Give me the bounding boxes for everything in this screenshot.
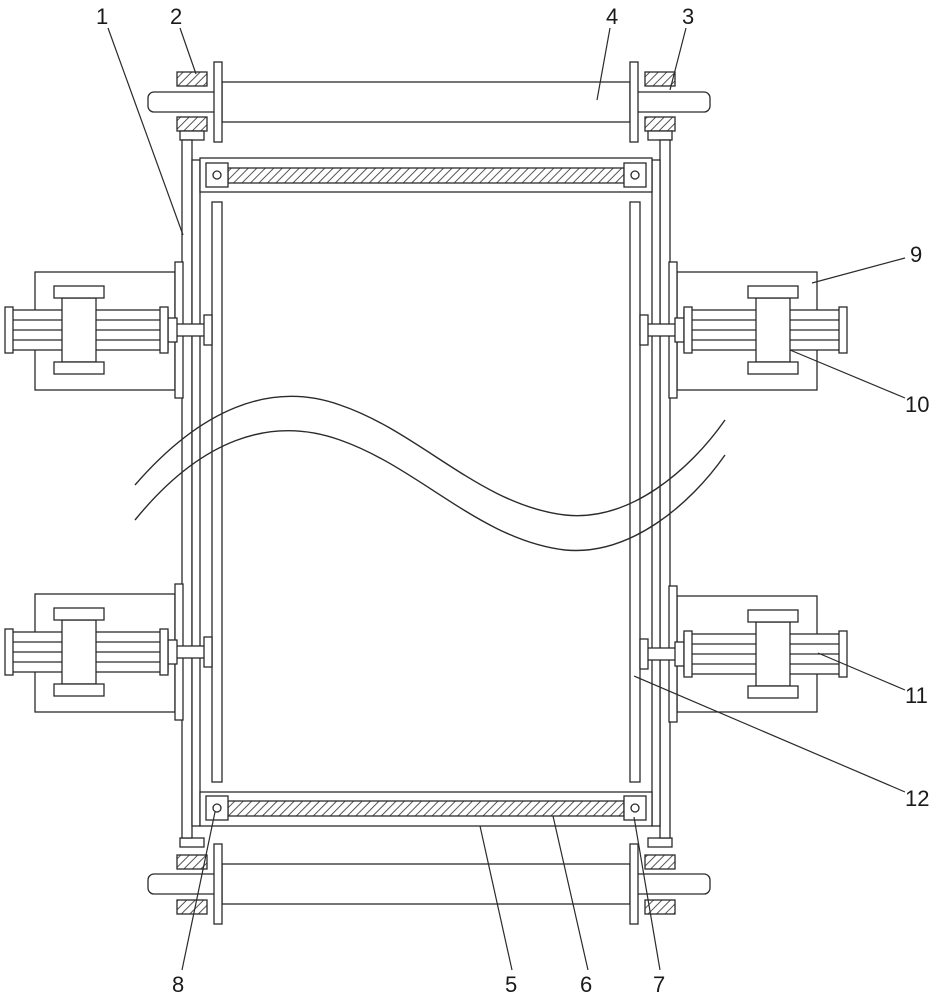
top-bearing-right-upper-3 bbox=[644, 71, 676, 87]
bottom-bearing-left-lower bbox=[176, 899, 208, 915]
top-flange-left bbox=[213, 61, 223, 143]
label-11: 11 bbox=[905, 683, 928, 708]
top-cross-beam bbox=[199, 157, 653, 193]
top-roller-tube-4 bbox=[221, 81, 631, 123]
top-bolt-left-icon bbox=[212, 170, 222, 180]
cylinder-center-block bbox=[61, 297, 97, 363]
label-5: 5 bbox=[505, 972, 517, 997]
top-flange-right bbox=[629, 61, 639, 143]
label-2: 2 bbox=[170, 4, 182, 29]
top-collar-right bbox=[647, 130, 673, 141]
label-12: 12 bbox=[905, 786, 929, 811]
right-upright bbox=[659, 139, 671, 839]
center-cap-top bbox=[747, 609, 799, 623]
label-10: 10 bbox=[905, 392, 929, 417]
label-3: 3 bbox=[682, 4, 694, 29]
cylinder-center-block bbox=[755, 621, 791, 687]
bottom-collar-right bbox=[647, 837, 673, 848]
center-cap-bottom bbox=[53, 683, 105, 697]
top-roller-assembly bbox=[147, 61, 711, 143]
bottom-collar-left bbox=[179, 837, 205, 848]
reference-labels: 1 2 3 4 9 10 11 12 8 5 6 7 bbox=[96, 4, 929, 997]
top-bearing-left-upper-2 bbox=[176, 71, 208, 87]
bottom-bearing-left-upper bbox=[176, 854, 208, 870]
cylinder-end-cap-right bbox=[159, 628, 169, 676]
center-cap-top bbox=[53, 607, 105, 621]
cylinder-end-cap-left bbox=[4, 306, 14, 354]
cylinder-end-cap-right bbox=[838, 630, 848, 678]
center-cap-bottom bbox=[747, 685, 799, 699]
top-hatched-bar bbox=[227, 167, 625, 184]
cylinder-end-cap-right bbox=[838, 306, 848, 354]
cylinder-end-cap-left bbox=[683, 306, 693, 354]
right-inner-post bbox=[651, 159, 661, 827]
top-bearing-right-lower bbox=[644, 116, 676, 132]
clamp-unit-upper-left bbox=[4, 261, 213, 399]
clamp-unit-lower-left bbox=[4, 583, 213, 721]
clamp-pad bbox=[203, 314, 213, 346]
bottom-bearing-right-lower bbox=[644, 899, 676, 915]
label-9: 9 bbox=[910, 242, 922, 267]
label-1: 1 bbox=[96, 4, 108, 29]
center-cap-top bbox=[747, 285, 799, 299]
label-8: 8 bbox=[172, 972, 184, 997]
center-cap-bottom bbox=[747, 361, 799, 375]
bottom-roller-tube bbox=[221, 863, 631, 905]
bottom-flange-right bbox=[629, 843, 639, 925]
center-cap-bottom bbox=[53, 361, 105, 375]
top-bolt-right-icon bbox=[630, 170, 640, 180]
label-7: 7 bbox=[653, 972, 665, 997]
bottom-bearing-right-upper bbox=[644, 854, 676, 870]
clamp-pad bbox=[203, 636, 213, 668]
center-cap-top bbox=[53, 285, 105, 299]
left-inner-post bbox=[191, 159, 201, 827]
bottom-bolt-right-icon bbox=[630, 803, 640, 813]
left-upright-1 bbox=[181, 139, 193, 839]
clamp-unit-upper-right bbox=[639, 261, 848, 399]
bottom-flange-left bbox=[213, 843, 223, 925]
leader-lines bbox=[107, 27, 906, 971]
top-bearing-left-lower bbox=[176, 116, 208, 132]
clamp-pad bbox=[639, 638, 649, 670]
bottom-hatched-bar-6 bbox=[227, 800, 625, 817]
bottom-bolt-left-icon bbox=[212, 803, 222, 813]
right-guide-plate-12 bbox=[629, 201, 641, 783]
top-collar-left bbox=[179, 130, 205, 141]
cylinder-end-cap-right bbox=[159, 306, 169, 354]
cylinder-center-block bbox=[755, 297, 791, 363]
clamp-unit-lower-right bbox=[639, 585, 848, 723]
frame-uprights bbox=[181, 139, 671, 839]
left-guide-plate bbox=[211, 201, 223, 783]
clamp-pad bbox=[639, 314, 649, 346]
bottom-roller-assembly bbox=[147, 837, 711, 925]
cylinder-end-cap-left bbox=[4, 628, 14, 676]
bottom-cross-beam bbox=[199, 791, 653, 827]
cylinder-end-cap-left bbox=[683, 630, 693, 678]
label-4: 4 bbox=[606, 4, 618, 29]
cylinder-center-block bbox=[61, 619, 97, 685]
label-6: 6 bbox=[580, 972, 592, 997]
break-line bbox=[134, 395, 726, 552]
